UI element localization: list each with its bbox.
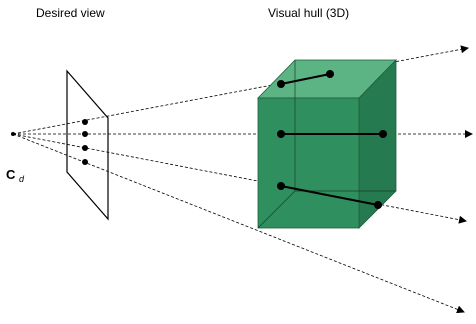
pixel-dot: [82, 131, 88, 137]
interval-endpoint: [374, 201, 382, 209]
interval-endpoint: [379, 130, 387, 138]
ray-3: [12, 133, 467, 224]
desired-view-label: Desired view: [36, 6, 105, 20]
pixel-dot: [82, 159, 88, 165]
interval-endpoint: [277, 182, 285, 190]
camera-center-point: [11, 132, 15, 136]
ray-4: [12, 133, 465, 314]
hull-intervals: [277, 70, 387, 209]
interval-endpoint: [277, 80, 285, 88]
interval-1: [280, 73, 331, 85]
pixel-dot: [82, 145, 88, 151]
camera-center-main: C: [6, 167, 16, 182]
pixel-dot: [82, 119, 88, 125]
image-plane: [66, 69, 109, 221]
ray-1: [12, 45, 469, 135]
interval-3: [280, 185, 379, 206]
camera-center-label: C d: [6, 167, 25, 184]
interval-endpoint: [277, 130, 285, 138]
box-front-face: [257, 97, 360, 229]
interval-endpoint: [326, 70, 334, 78]
image-plane-pixels: [82, 119, 88, 165]
visual-hull-label: Visual hull (3D): [268, 6, 349, 20]
camera-center-subscript: d: [19, 174, 25, 184]
visual-hull-box: [257, 59, 397, 229]
